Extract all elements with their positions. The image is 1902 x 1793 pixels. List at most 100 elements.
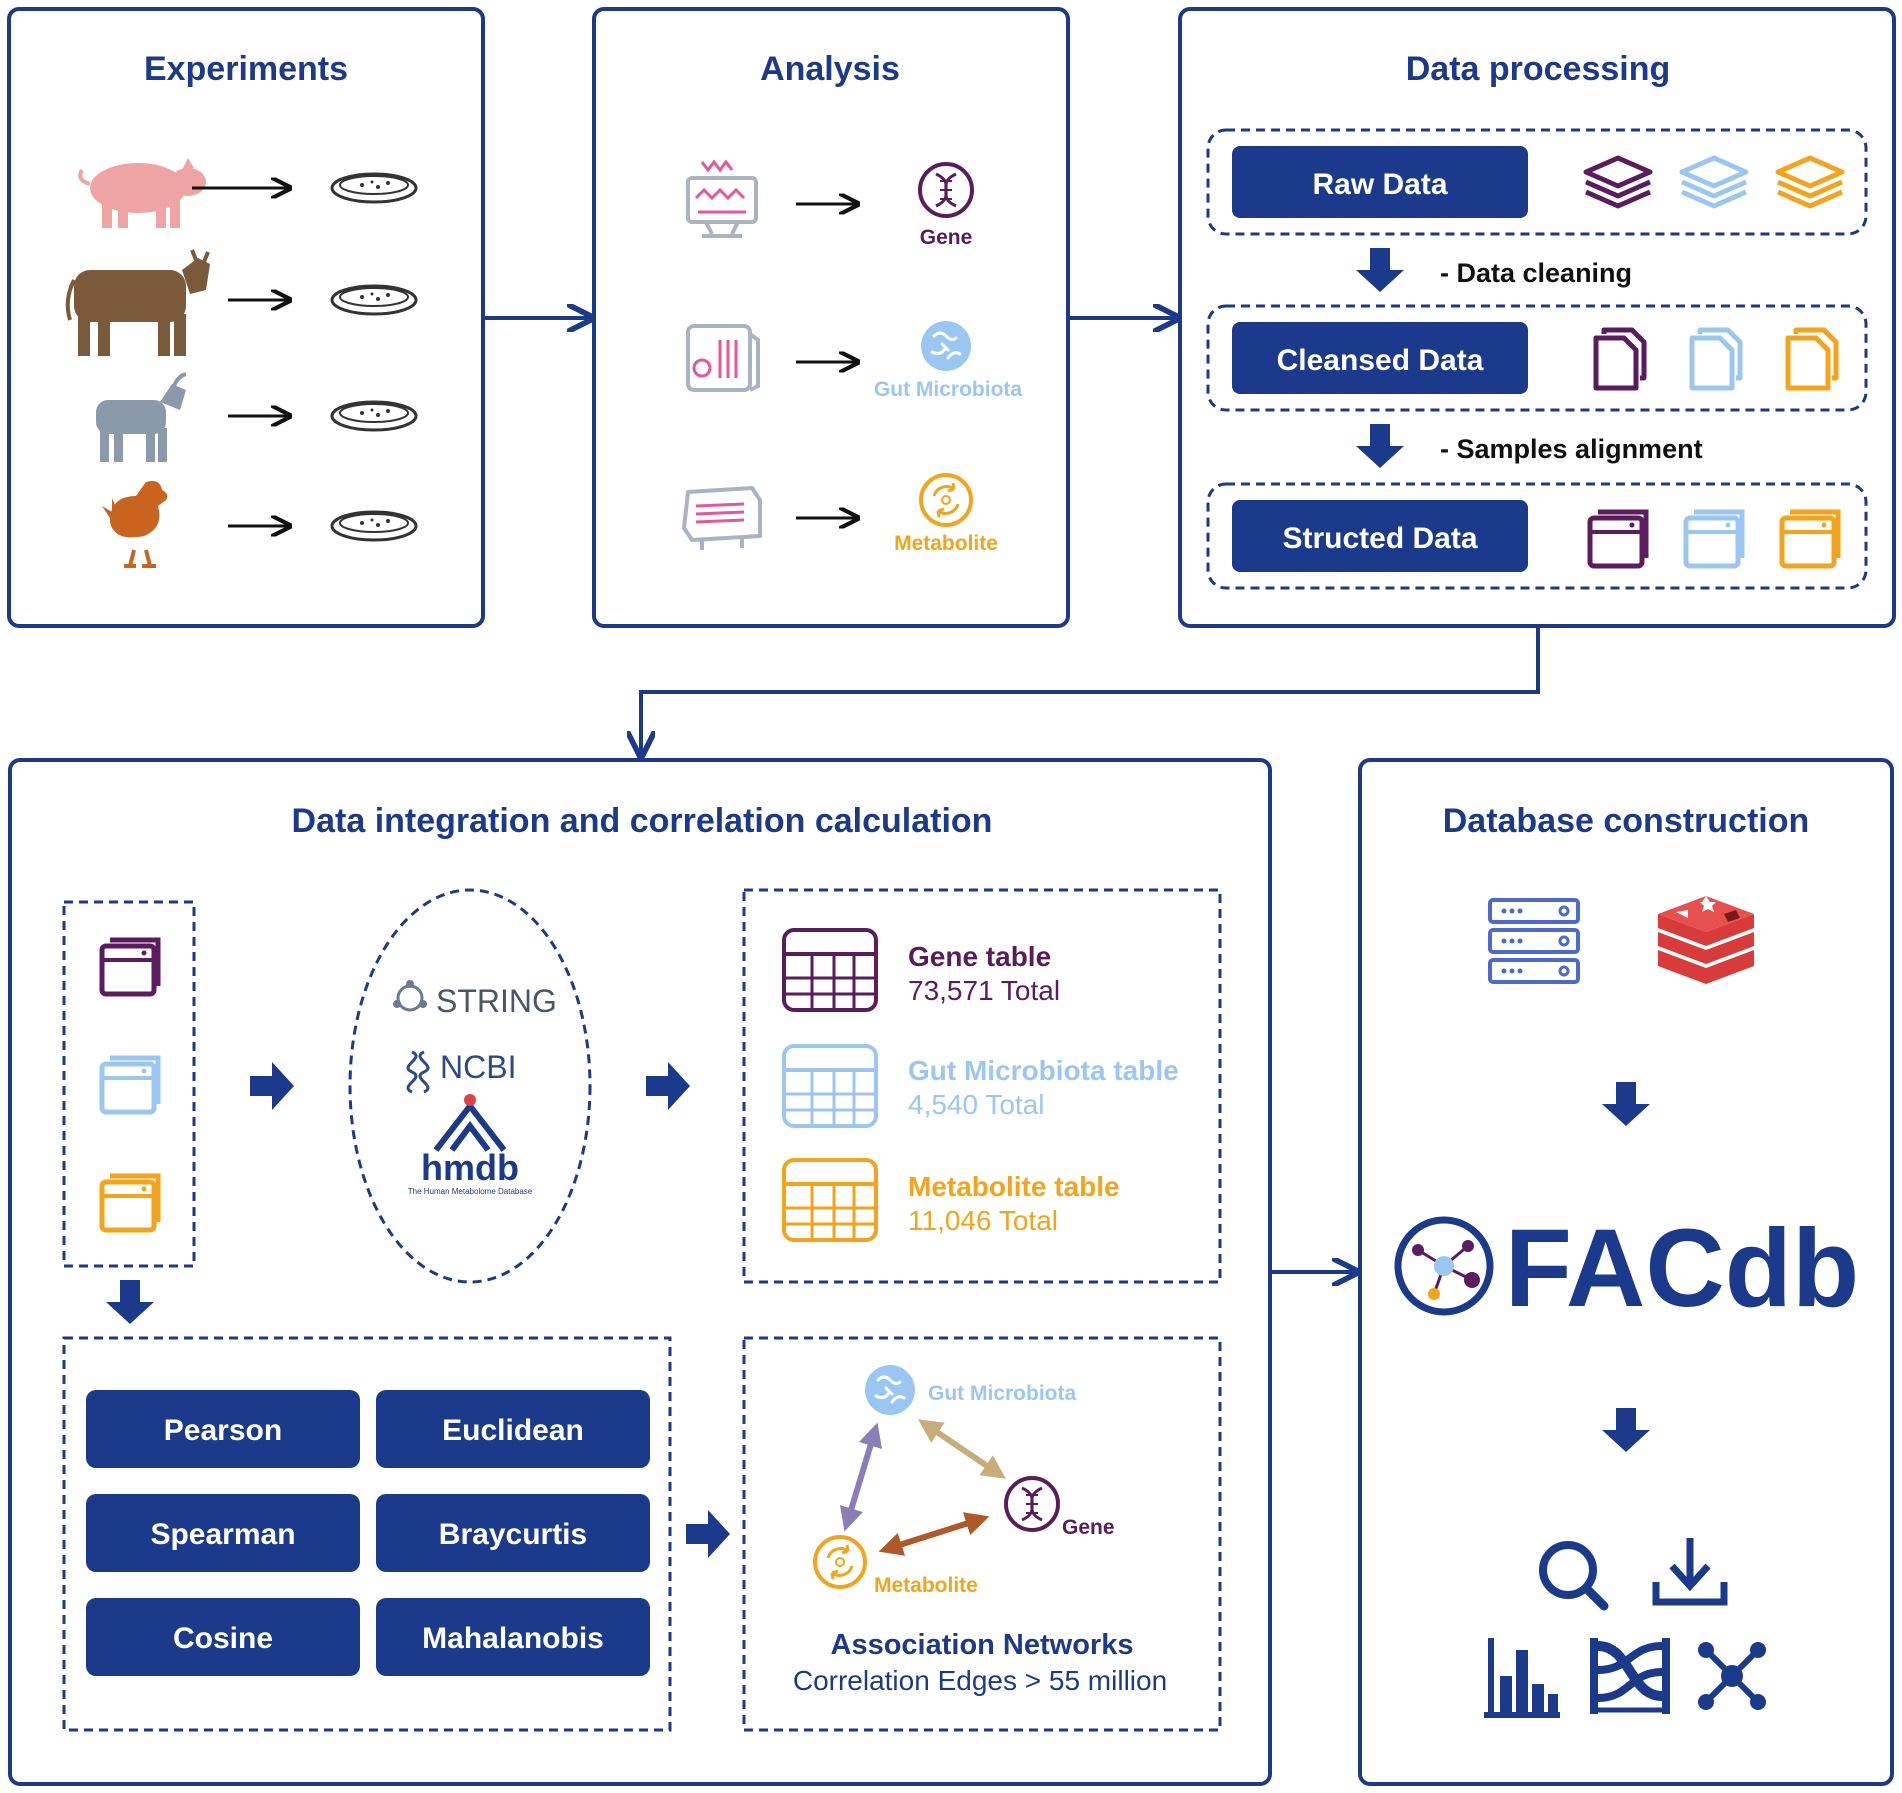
petri-dish-icon: [330, 400, 418, 432]
step-data-cleaning: - Data cleaning: [1440, 258, 1632, 288]
analysis-gene-label: Gene: [920, 226, 973, 249]
ncbi-label: NCBI: [440, 1049, 516, 1085]
metabolite-table-name: Metabolite table: [908, 1171, 1120, 1202]
document-icon: [1788, 330, 1836, 388]
window-icon: [1782, 512, 1838, 566]
redis-icon: [1658, 896, 1754, 984]
analysis-title: Analysis: [760, 50, 900, 88]
raw-data-button: [1232, 146, 1528, 218]
network-subtitle: Correlation Edges > 55 million: [793, 1665, 1167, 1696]
hmdb-label: hmdb: [421, 1147, 519, 1188]
cow-icon: [65, 249, 210, 356]
server-icon: [1488, 898, 1580, 984]
raw-data-group: [1206, 128, 1868, 236]
metabolite-cycle-icon: [813, 1535, 867, 1589]
search-icon: [1539, 1541, 1609, 1611]
down-arrow-icon: [1356, 424, 1404, 468]
connector-processing-integration: [641, 626, 1540, 756]
cleansed-data-button: [1232, 322, 1528, 394]
method-pearson-label: Pearson: [164, 1414, 282, 1447]
structed-data-label: Structed Data: [1282, 522, 1477, 555]
document-icon: [1596, 330, 1644, 388]
layers-icon: [1778, 158, 1842, 206]
analysis-microbiota-label: Gut Microbiota: [874, 378, 1022, 401]
petri-dish-icon: [330, 172, 418, 204]
edge-microbiota-metabolite: [839, 1422, 883, 1532]
dna-icon: [918, 162, 974, 218]
method-euclidean-button: [376, 1390, 650, 1468]
method-euclidean-label: Euclidean: [442, 1414, 584, 1447]
step-samples-alignment: - Samples alignment: [1440, 434, 1703, 464]
window-icon: [102, 1176, 158, 1230]
gene-table-total: 73,571 Total: [908, 975, 1060, 1006]
monitor-chart-icon: [686, 159, 758, 238]
network-logo-icon: [1394, 1216, 1494, 1316]
table-icon: [782, 1158, 878, 1242]
structed-data-group: [1206, 482, 1868, 590]
cleansed-data-label: Cleansed Data: [1277, 344, 1484, 377]
down-arrow-icon: [106, 1280, 154, 1324]
method-cosine-button: [86, 1598, 360, 1676]
sequencer-icon: [686, 324, 760, 392]
layers-icon: [1682, 158, 1746, 206]
method-mahalanobis-button: [376, 1598, 650, 1676]
right-arrow-icon: [646, 1062, 690, 1110]
raw-data-label: Raw Data: [1312, 168, 1447, 201]
table-icon: [782, 1044, 878, 1128]
processing-title: Data processing: [1406, 50, 1671, 88]
down-arrow-icon: [1602, 1082, 1650, 1126]
table-icon: [782, 928, 878, 1012]
down-arrow-icon: [1356, 248, 1404, 292]
window-icon: [1590, 512, 1646, 566]
dna-icon: [1004, 1476, 1060, 1532]
edge-gene-metabolite: [878, 1512, 990, 1556]
hmdb-logo-icon: [433, 1101, 507, 1152]
method-cosine-label: Cosine: [173, 1622, 273, 1655]
right-arrow-icon: [686, 1510, 730, 1558]
network-title: Association Networks: [831, 1629, 1134, 1661]
database-title: Database construction: [1443, 802, 1810, 840]
window-icon: [102, 940, 158, 994]
edge-microbiota-gene: [918, 1419, 1006, 1479]
network-microbiota-label: Gut Microbiota: [928, 1382, 1076, 1405]
down-arrow-icon: [1602, 1408, 1650, 1452]
string-label: STRING: [436, 983, 557, 1019]
string-logo-icon: [393, 980, 427, 1012]
method-spearman-label: Spearman: [150, 1518, 295, 1551]
structured-inputs-group: [62, 900, 196, 1268]
cleansed-data-group: [1206, 304, 1868, 412]
method-pearson-button: [86, 1390, 360, 1468]
right-arrow-icon: [250, 1062, 294, 1110]
layers-icon: [1586, 158, 1650, 206]
pig-icon: [78, 158, 206, 228]
download-icon: [1652, 1538, 1728, 1606]
experiments-title: Experiments: [144, 50, 348, 88]
document-icon: [1692, 330, 1740, 388]
method-mahalanobis-label: Mahalanobis: [422, 1622, 604, 1655]
network-gene-label: Gene: [1062, 1516, 1115, 1539]
network-metabolite-label: Metabolite: [874, 1574, 978, 1597]
gene-table-name: Gene table: [908, 941, 1051, 972]
ncbi-helix-icon: [406, 1050, 430, 1094]
structed-data-button: [1232, 500, 1528, 572]
integration-title: Data integration and correlation calcula…: [292, 802, 993, 840]
petri-dish-icon: [330, 510, 418, 542]
methods-group: [62, 1336, 672, 1732]
microbiota-table-name: Gut Microbiota table: [908, 1055, 1179, 1086]
chicken-icon: [102, 481, 168, 568]
metabolite-table-total: 11,046 Total: [908, 1205, 1058, 1236]
window-icon: [102, 1058, 158, 1112]
goat-icon: [96, 372, 187, 462]
panel-database: [1358, 758, 1894, 1786]
analysis-metabolite-label: Metabolite: [894, 532, 998, 555]
mass-spec-icon: [682, 486, 762, 550]
sankey-icon: [1590, 1638, 1670, 1714]
method-braycurtis-button: [376, 1494, 650, 1572]
bar-chart-icon: [1484, 1638, 1560, 1718]
petri-dish-icon: [330, 284, 418, 316]
window-icon: [1686, 512, 1742, 566]
bacteria-icon: [919, 319, 973, 373]
method-braycurtis-label: Braycurtis: [439, 1518, 587, 1551]
method-spearman-button: [86, 1494, 360, 1572]
reference-databases-group: [348, 888, 592, 1284]
